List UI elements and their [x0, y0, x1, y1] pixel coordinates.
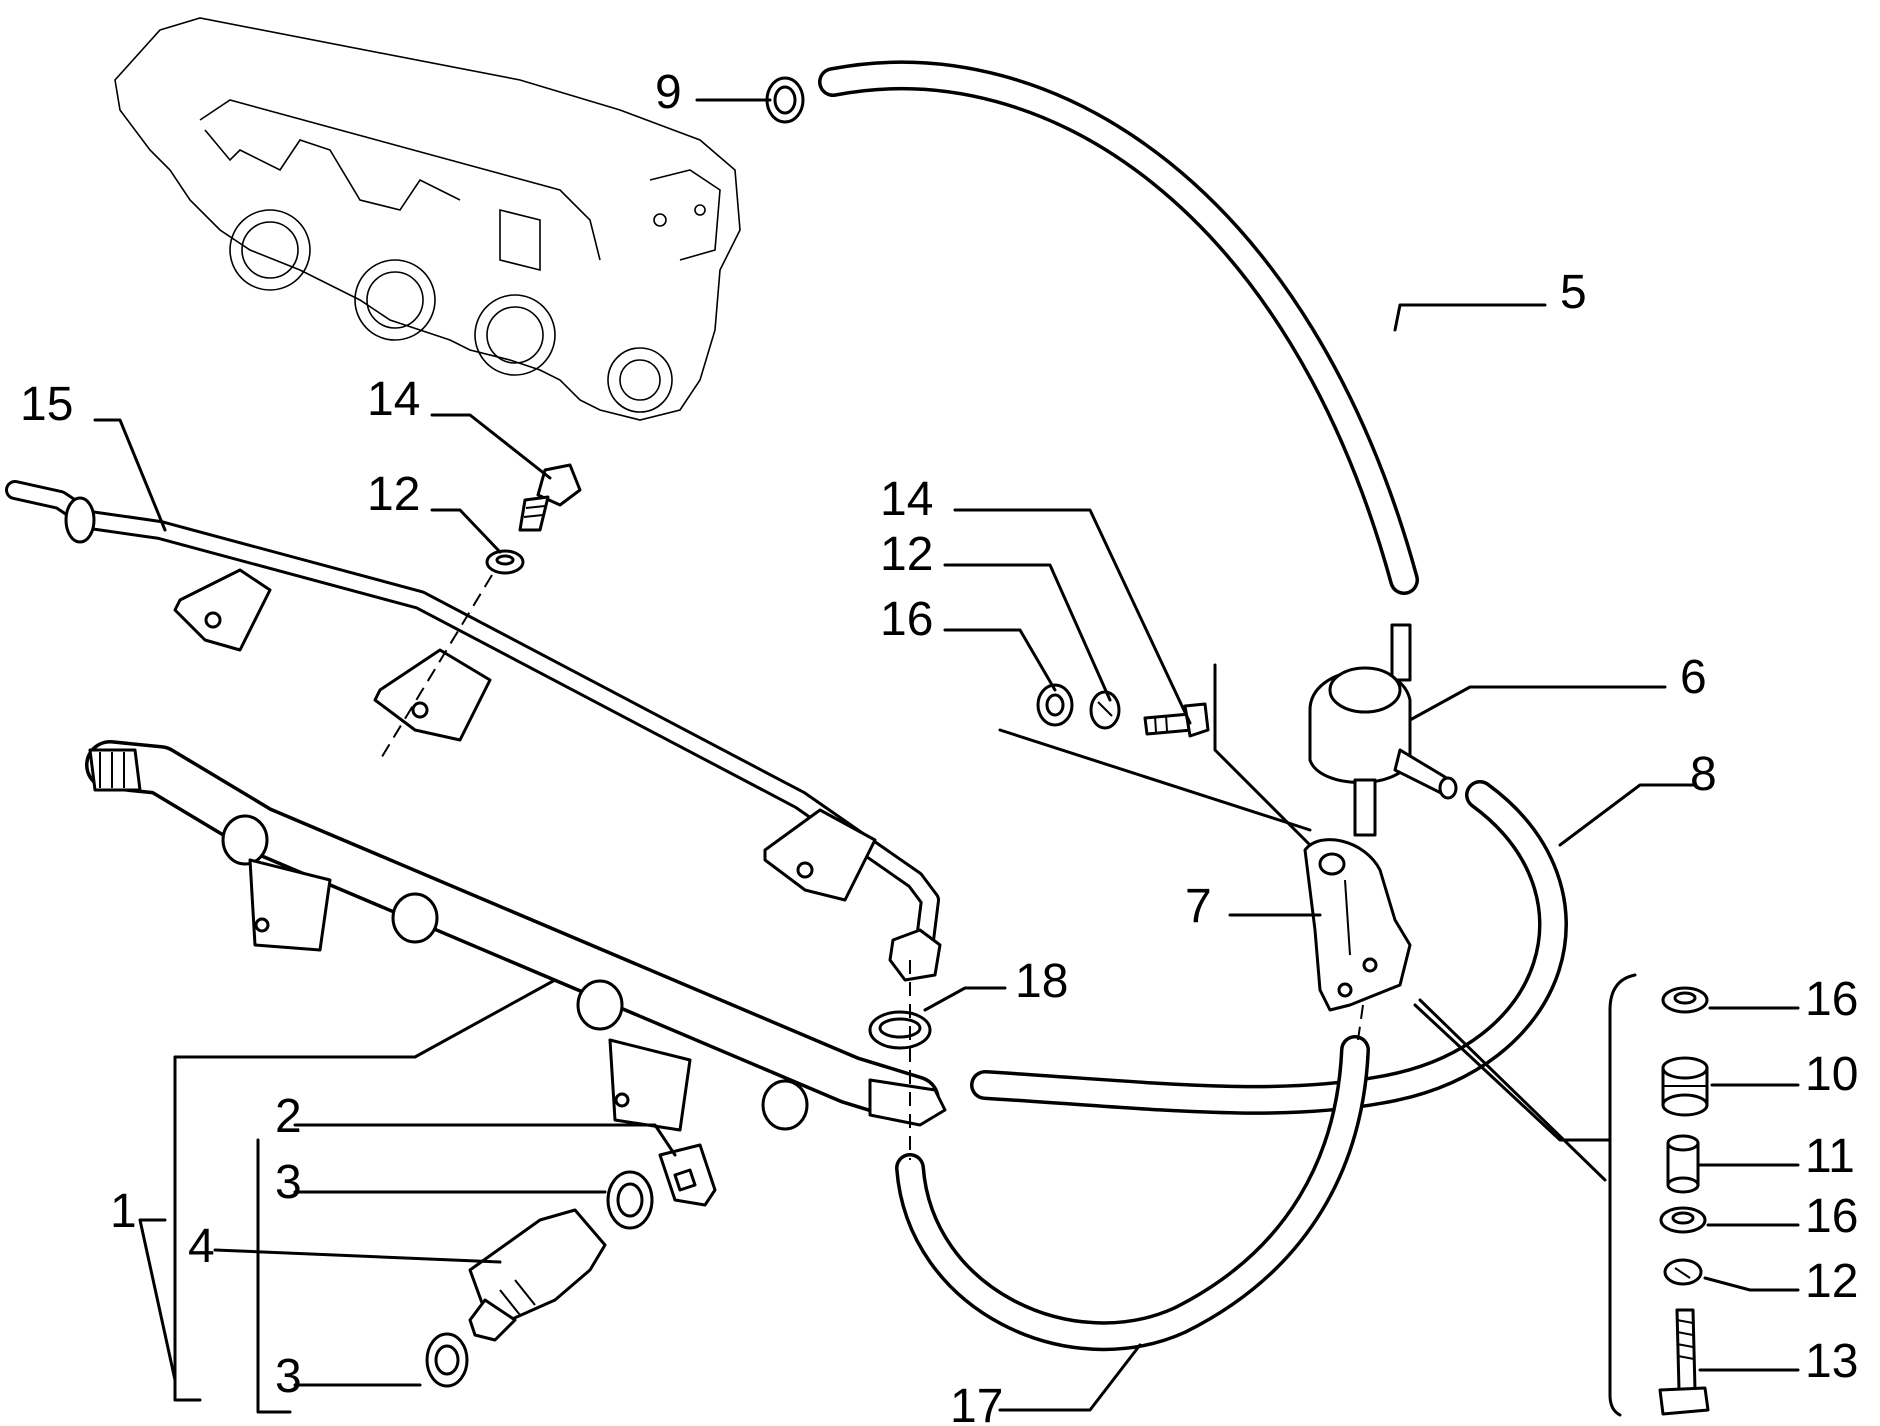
- label-4: 4: [188, 1220, 215, 1273]
- part-13-bolt: [1658, 1308, 1710, 1416]
- label-7: 7: [1185, 880, 1212, 933]
- part-4-injector: [468, 1208, 607, 1342]
- part-17-hose: [895, 1035, 1370, 1352]
- label-11: 11: [1805, 1130, 1855, 1183]
- part-10-grommet: [1661, 1056, 1709, 1117]
- part-numbers: 15 14 12 9 5 14 12 16 6 8 7 18 2 3 1 4 3…: [20, 66, 1858, 1426]
- part-11-spacer: [1666, 1134, 1700, 1194]
- part-6-pressure-regulator: [1308, 623, 1458, 837]
- intake-manifold: [114, 17, 741, 421]
- label-12-column: 12: [1805, 1255, 1858, 1308]
- part-2-clip: [658, 1143, 717, 1207]
- part-3-seal-upper: [606, 1170, 654, 1230]
- part-14-bolt-left: [518, 463, 582, 532]
- label-10: 10: [1805, 1048, 1858, 1101]
- label-12-right: 12: [880, 528, 933, 581]
- part-16-washer-right: [1036, 683, 1074, 727]
- part-7-bracket: [1303, 838, 1412, 1012]
- part-12-spring-washer-right: [1089, 690, 1121, 730]
- label-6: 6: [1680, 651, 1707, 704]
- label-5: 5: [1560, 266, 1587, 319]
- label-17: 17: [950, 1380, 1003, 1426]
- leader-lines: [93, 98, 1800, 1417]
- label-13: 13: [1805, 1335, 1858, 1388]
- label-1: 1: [110, 1185, 137, 1238]
- label-16-bottom: 16: [1805, 1190, 1858, 1243]
- part-12-washer-left: [485, 549, 525, 575]
- label-3-upper: 3: [275, 1156, 302, 1209]
- part-1-fuel-rail: [85, 740, 947, 1132]
- label-8: 8: [1690, 748, 1717, 801]
- part-3-seal-lower: [425, 1332, 469, 1388]
- label-9: 9: [655, 66, 682, 119]
- part-8-hose: [970, 780, 1568, 1115]
- label-15: 15: [20, 378, 73, 431]
- label-12-left: 12: [367, 468, 420, 521]
- label-3-lower: 3: [275, 1350, 302, 1403]
- label-16-top: 16: [1805, 973, 1858, 1026]
- part-16-washer-bottom: [1659, 1206, 1707, 1234]
- part-14-bolt-right: [1143, 702, 1210, 738]
- part-5-hose: [818, 60, 1419, 595]
- part-9-clamp: [765, 76, 805, 124]
- label-14-right: 14: [880, 473, 933, 526]
- part-18-clamp: [868, 1010, 932, 1050]
- part-15-return-pipe: [5, 480, 942, 982]
- label-18: 18: [1015, 955, 1068, 1008]
- label-2: 2: [275, 1090, 302, 1143]
- part-16-washer-top: [1661, 986, 1709, 1014]
- part-12-spring-washer-column: [1663, 1258, 1703, 1286]
- label-14-left: 14: [367, 373, 420, 426]
- label-16-right: 16: [880, 593, 933, 646]
